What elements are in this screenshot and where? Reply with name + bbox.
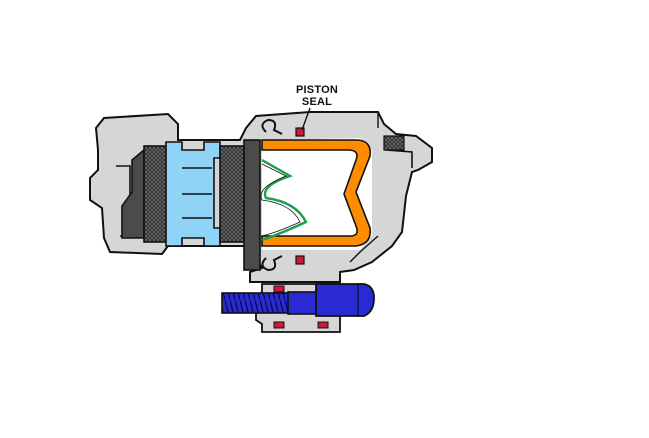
callout-line-2: SEAL xyxy=(301,96,333,108)
guide-bolt-shank xyxy=(287,291,319,315)
callout-leader xyxy=(301,107,311,131)
housing-contour-4 xyxy=(349,235,379,263)
brake-pad-lining-inner xyxy=(219,145,245,243)
piston-bore xyxy=(262,138,372,250)
pad-backing-plate xyxy=(243,139,261,271)
dust-boot-lower xyxy=(261,255,283,272)
callout-line-1: PISTON xyxy=(296,84,338,96)
guide-bolt-thread xyxy=(221,292,291,314)
guide-bolt-head xyxy=(315,283,375,317)
brake-pad-lining-outer xyxy=(143,145,169,243)
caliper-bracket xyxy=(121,148,145,239)
housing-contour-2 xyxy=(385,149,413,168)
bushing-seal xyxy=(273,321,285,329)
piston-seal-lower xyxy=(295,255,305,265)
bleeder-screw xyxy=(383,135,405,151)
anti-rattle-spring-outline xyxy=(260,163,301,237)
piston-seal-upper xyxy=(295,127,305,137)
bushing-seal xyxy=(317,321,329,329)
dust-boot-upper xyxy=(261,118,283,135)
anti-rattle-spring xyxy=(261,158,308,242)
bushing-seal xyxy=(273,285,285,293)
piston-seal-label: PISTON SEAL xyxy=(286,84,348,108)
